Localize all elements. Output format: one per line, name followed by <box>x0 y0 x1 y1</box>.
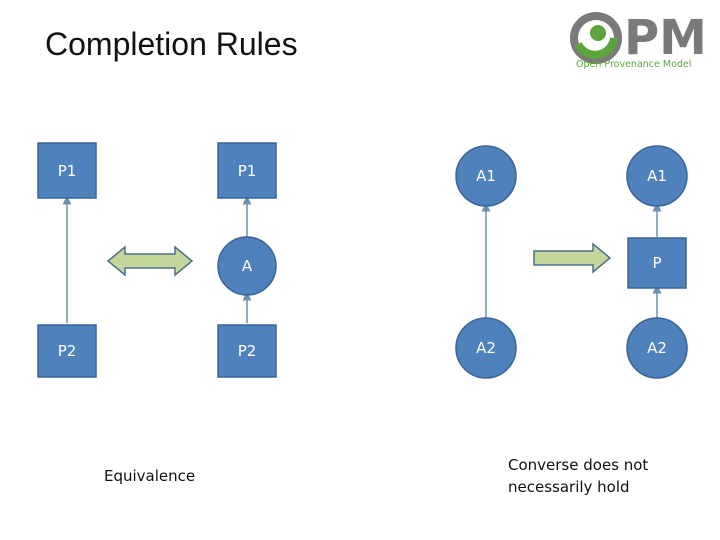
node-p-mid: P <box>627 237 687 289</box>
svg-text:A1: A1 <box>647 167 667 185</box>
svg-text:A2: A2 <box>476 339 496 357</box>
node-p2-left: P2 <box>37 324 97 378</box>
svg-text:P1: P1 <box>58 162 77 180</box>
caption-converse-line1: Converse does not <box>508 456 649 474</box>
node-a1-left: A1 <box>455 145 517 207</box>
node-p2-right: P2 <box>217 324 277 378</box>
right-arrow-icon <box>533 242 612 274</box>
node-a2-left: A2 <box>455 317 517 379</box>
logo-caption: Open Provenance Model <box>576 59 692 70</box>
caption-equivalence: Equivalence <box>104 467 196 485</box>
node-p1-left: P1 <box>37 142 97 199</box>
logo-letters: PM <box>624 10 707 66</box>
svg-text:P2: P2 <box>238 342 257 360</box>
opm-swirl-icon <box>570 12 622 64</box>
node-a2-right: A2 <box>626 317 688 379</box>
svg-text:P2: P2 <box>58 342 77 360</box>
caption-converse: Converse does not necessarily hold <box>508 454 648 498</box>
opm-logo: PM <box>570 10 707 66</box>
slide-title: Completion Rules <box>45 26 298 62</box>
svg-text:P1: P1 <box>238 162 257 180</box>
svg-text:A2: A2 <box>647 339 667 357</box>
svg-text:A1: A1 <box>476 167 496 185</box>
node-p1-right: P1 <box>217 142 277 199</box>
double-arrow-icon <box>106 245 194 277</box>
svg-text:A: A <box>242 257 253 275</box>
node-a1-right: A1 <box>626 145 688 207</box>
svg-text:P: P <box>652 254 661 272</box>
node-a-mid: A <box>217 236 277 296</box>
caption-converse-line2: necessarily hold <box>508 478 630 496</box>
